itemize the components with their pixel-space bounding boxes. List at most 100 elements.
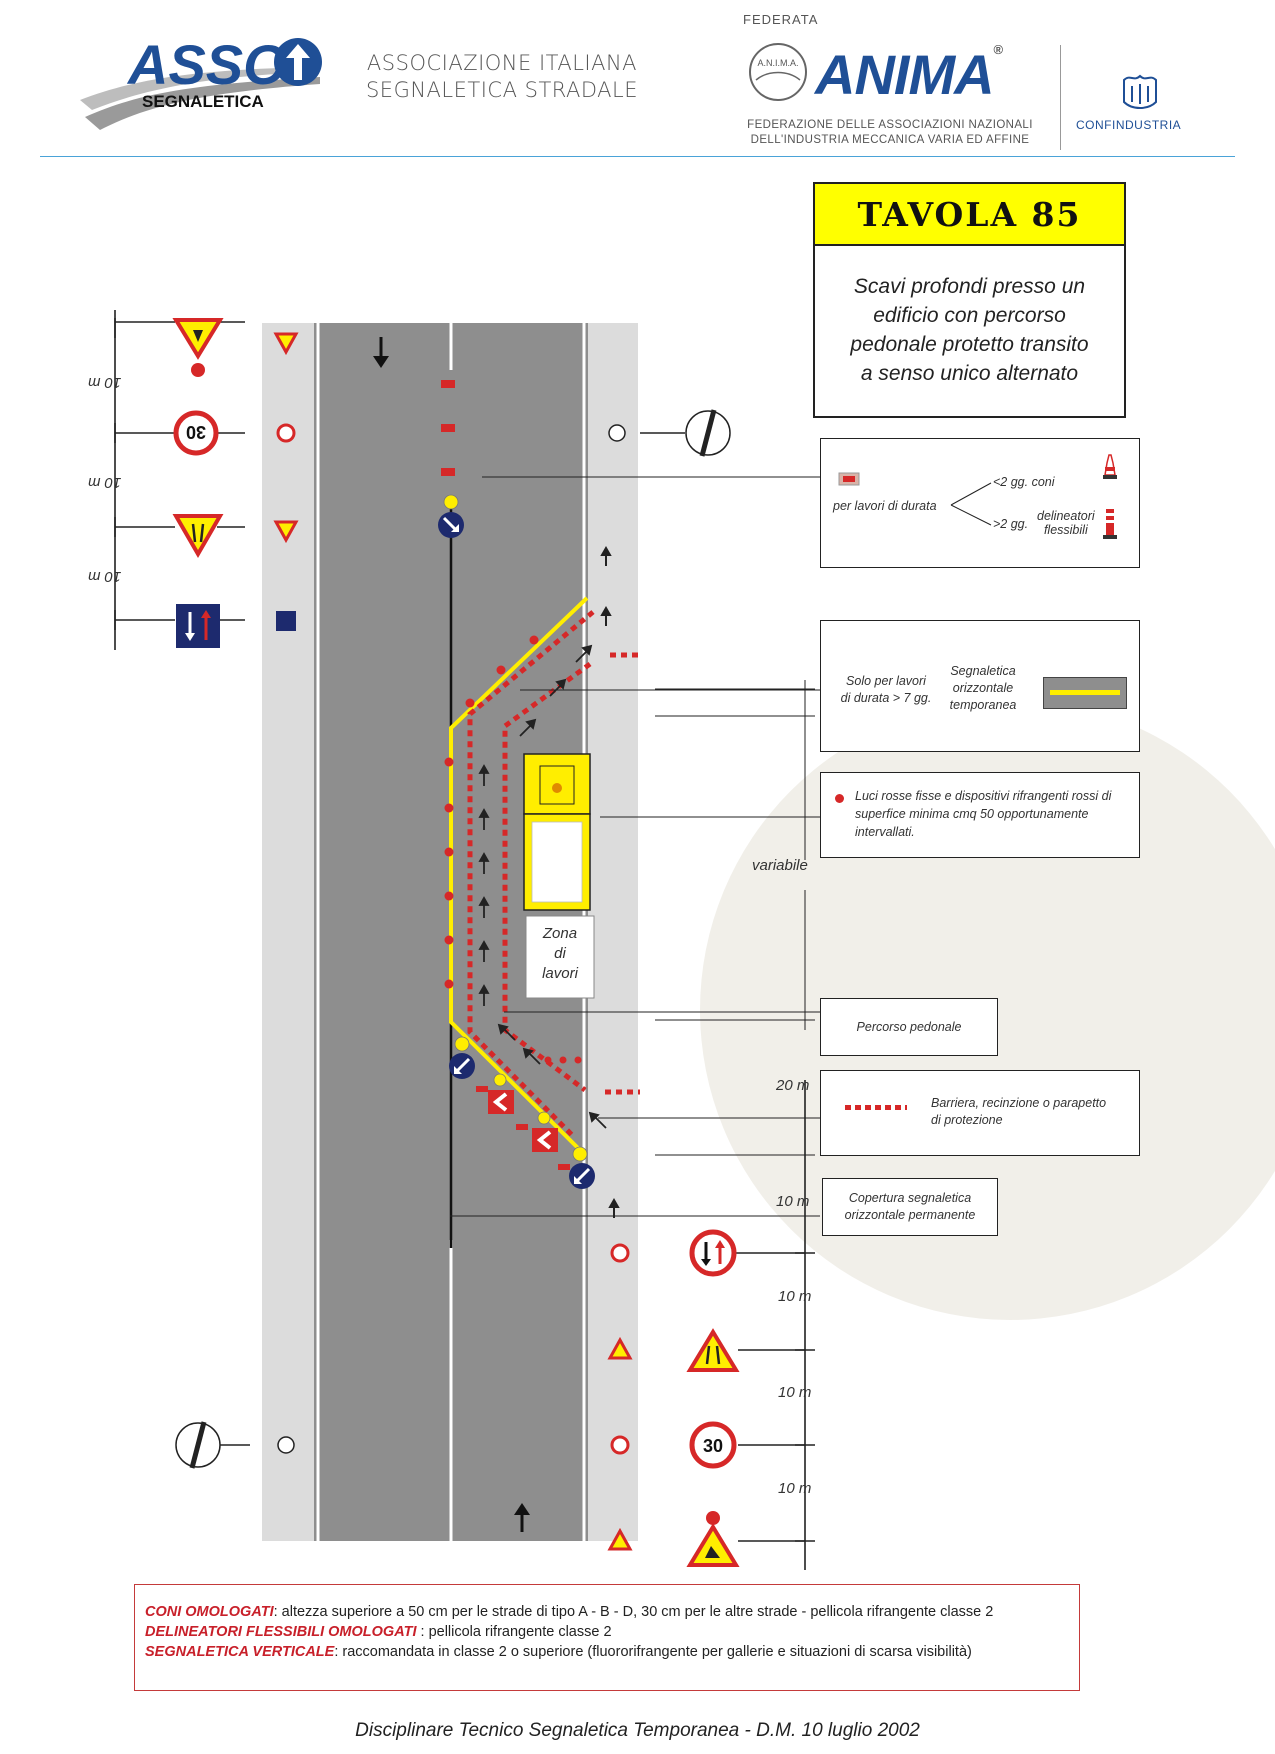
work-zone-label: Zona di lavori	[526, 924, 594, 984]
right-sidewalk	[588, 323, 638, 1541]
cover-marker	[441, 424, 455, 432]
speed-limit-value: 30	[703, 1436, 723, 1456]
distance-label: 10 m	[778, 1288, 812, 1305]
federata-label: FEDERATA	[743, 12, 819, 27]
distance-label: 10 m	[88, 374, 122, 391]
legend-cones-short-condition: <2 gg.	[993, 475, 1029, 489]
legend-cover-box: Copertura segnaletica orizzontale perman…	[822, 1178, 998, 1236]
notes-vertical-text: : raccomandata in classe 2 o superiore (…	[334, 1644, 972, 1660]
red-light-swatch	[835, 794, 844, 803]
anima-sub-line2: DELL'INDUSTRIA MECCANICA VARIA ED AFFINE	[750, 134, 1030, 146]
legend-barrier-line1: Barriera, recinzione o parapetto	[931, 1096, 1107, 1110]
legend-cones-long-item-line1: delineatori	[1037, 509, 1095, 523]
priority-over-oncoming-sign-icon	[176, 604, 220, 648]
narrowing-warning-sign-icon	[172, 514, 224, 558]
anima-seal: A.N.I.M.A.	[748, 42, 808, 102]
cover-marker	[441, 468, 455, 476]
legend-marking-text-line2: di durata > 7 gg.	[840, 691, 932, 705]
anima-subtitle: FEDERAZIONE DELLE ASSOCIAZIONI NAZIONALI…	[740, 118, 1040, 148]
roadworks-warning-sign-icon	[686, 1511, 740, 1567]
notes-box: CONI OMOLOGATI: altezza superiore a 50 c…	[134, 1584, 1080, 1691]
legend-marking-label-line3: temporanea	[949, 698, 1017, 712]
temporary-marking-swatch	[1043, 677, 1127, 709]
asso-logo: ASSO SEGNALETICA	[80, 22, 330, 137]
distance-label-variabile: variabile	[752, 857, 808, 874]
legend-cover-line1: Copertura segnaletica	[848, 1191, 972, 1205]
header-rule	[40, 156, 1235, 157]
sign-position-circle	[277, 1436, 295, 1454]
footer-reference: Disciplinare Tecnico Segnaletica Tempora…	[355, 1720, 920, 1741]
sign-position-square	[276, 611, 296, 631]
left-sign-posts	[114, 310, 245, 650]
distance-label: 10 m	[88, 474, 122, 491]
anima-seal-text: A.N.I.M.A.	[757, 58, 798, 68]
legend-lights-line1: Luci rosse fisse e dispositivi rifrangen…	[855, 789, 1112, 803]
chevron-board-icon	[476, 1086, 514, 1114]
distance-label: 10 m	[776, 1193, 810, 1210]
anima-logo-text: ANIMA	[815, 43, 995, 106]
end-of-restrictions-sign-icon	[685, 409, 731, 457]
legend-barrier-line2: di protezione	[931, 1113, 1003, 1127]
sign-position-triangle	[607, 1336, 633, 1360]
asso-logo-subtext: SEGNALETICA	[142, 92, 264, 111]
work-zone-line1: Zona	[542, 925, 578, 942]
sign-position-circle	[276, 423, 296, 443]
sign-position-circle	[610, 1243, 630, 1263]
legend-pedestrian-box: Percorso pedonale	[820, 998, 998, 1056]
legend-cones-long-condition: >2 gg.	[993, 517, 1029, 531]
temporary-yellow-marking	[449, 596, 589, 1154]
left-sidewalk	[262, 323, 314, 1541]
legend-cones-intro: per lavori di durata	[833, 499, 937, 513]
legend-lights-line3: intervallati.	[855, 825, 915, 839]
legend-marking-label-line2: orizzontale	[952, 681, 1014, 695]
chevron-board-icon	[516, 1124, 558, 1152]
legend-lights-box: Luci rosse fisse e dispositivi rifrangen…	[820, 772, 1140, 858]
association-line2: SEGNALETICA STRADALE	[365, 78, 639, 102]
corridor-arrows	[478, 644, 607, 1129]
legend-marking-label-line1: Segnaletica	[950, 664, 1016, 678]
confindustria-label: CONFINDUSTRIA	[1076, 118, 1182, 132]
barrier-swatch	[845, 1105, 907, 1110]
notes-cones-key: CONI OMOLOGATI	[145, 1604, 274, 1620]
give-way-oncoming-sign-icon	[689, 1229, 737, 1277]
sign-position-circle	[610, 1435, 630, 1455]
legend-barrier-box: Barriera, recinzione o parapetto di prot…	[820, 1070, 1140, 1156]
asso-logo-text: ASSO	[126, 33, 287, 96]
legend-lights-line2: superfice minima cmq 50 opportunamente	[855, 807, 1089, 821]
leader-lines	[450, 476, 820, 1217]
keep-right-sign-icon	[449, 1053, 475, 1079]
sign-position-triangle	[273, 520, 299, 544]
work-zone-line3: lavori	[542, 965, 578, 982]
sign-position-circle	[608, 424, 626, 442]
legend-cones-box: per lavori di durata <2 gg. coni >2 gg. …	[820, 438, 1140, 568]
legend-cones-short-item: coni	[1031, 475, 1055, 489]
header-divider	[1060, 45, 1061, 150]
legend-cones-long-item-line2: flessibili	[1043, 523, 1088, 537]
notes-cones-text: : altezza superiore a 50 cm per le strad…	[273, 1604, 994, 1620]
tavola-title: TAVOLA 85	[813, 182, 1126, 246]
end-of-restrictions-sign-icon	[175, 1421, 221, 1469]
red-lights	[444, 635, 582, 1064]
anima-sub-line1: FEDERAZIONE DELLE ASSOCIAZIONI NAZIONALI	[747, 119, 1033, 131]
distance-label: 10 m	[88, 568, 122, 585]
anima-registered: ®	[993, 42, 1004, 57]
association-name: ASSOCIAZIONE ITALIANA SEGNALETICA STRADA…	[362, 50, 642, 104]
speed-limit-30-sign-icon: 30	[173, 410, 219, 456]
sign-position-triangle	[607, 1527, 633, 1551]
keep-right-sign-icon	[569, 1163, 595, 1189]
keep-right-sign-icon	[438, 512, 464, 538]
distance-label: 20 m	[776, 1077, 810, 1094]
speed-limit-30-sign-icon: 30	[689, 1421, 737, 1469]
legend-marking-box: Solo per lavori di durata > 7 gg. Segnal…	[820, 620, 1140, 752]
roadworks-warning-sign-icon	[172, 318, 224, 377]
legend-marking-text-line1: Solo per lavori	[846, 674, 926, 688]
tavola-description: Scavi profondi presso un edificio con pe…	[813, 244, 1126, 418]
work-zone-box	[525, 915, 595, 999]
notes-vertical-key: SEGNALETICA VERTICALE	[145, 1644, 335, 1660]
association-line1: ASSOCIAZIONE ITALIANA	[366, 51, 638, 75]
legend-cover-line2: orizzontale permanente	[844, 1208, 976, 1222]
work-zone-line2: di	[554, 945, 566, 962]
direction-arrow-up	[514, 1503, 530, 1532]
confindustria-emblem-icon	[1120, 72, 1160, 112]
protection-barriers	[467, 610, 640, 1140]
